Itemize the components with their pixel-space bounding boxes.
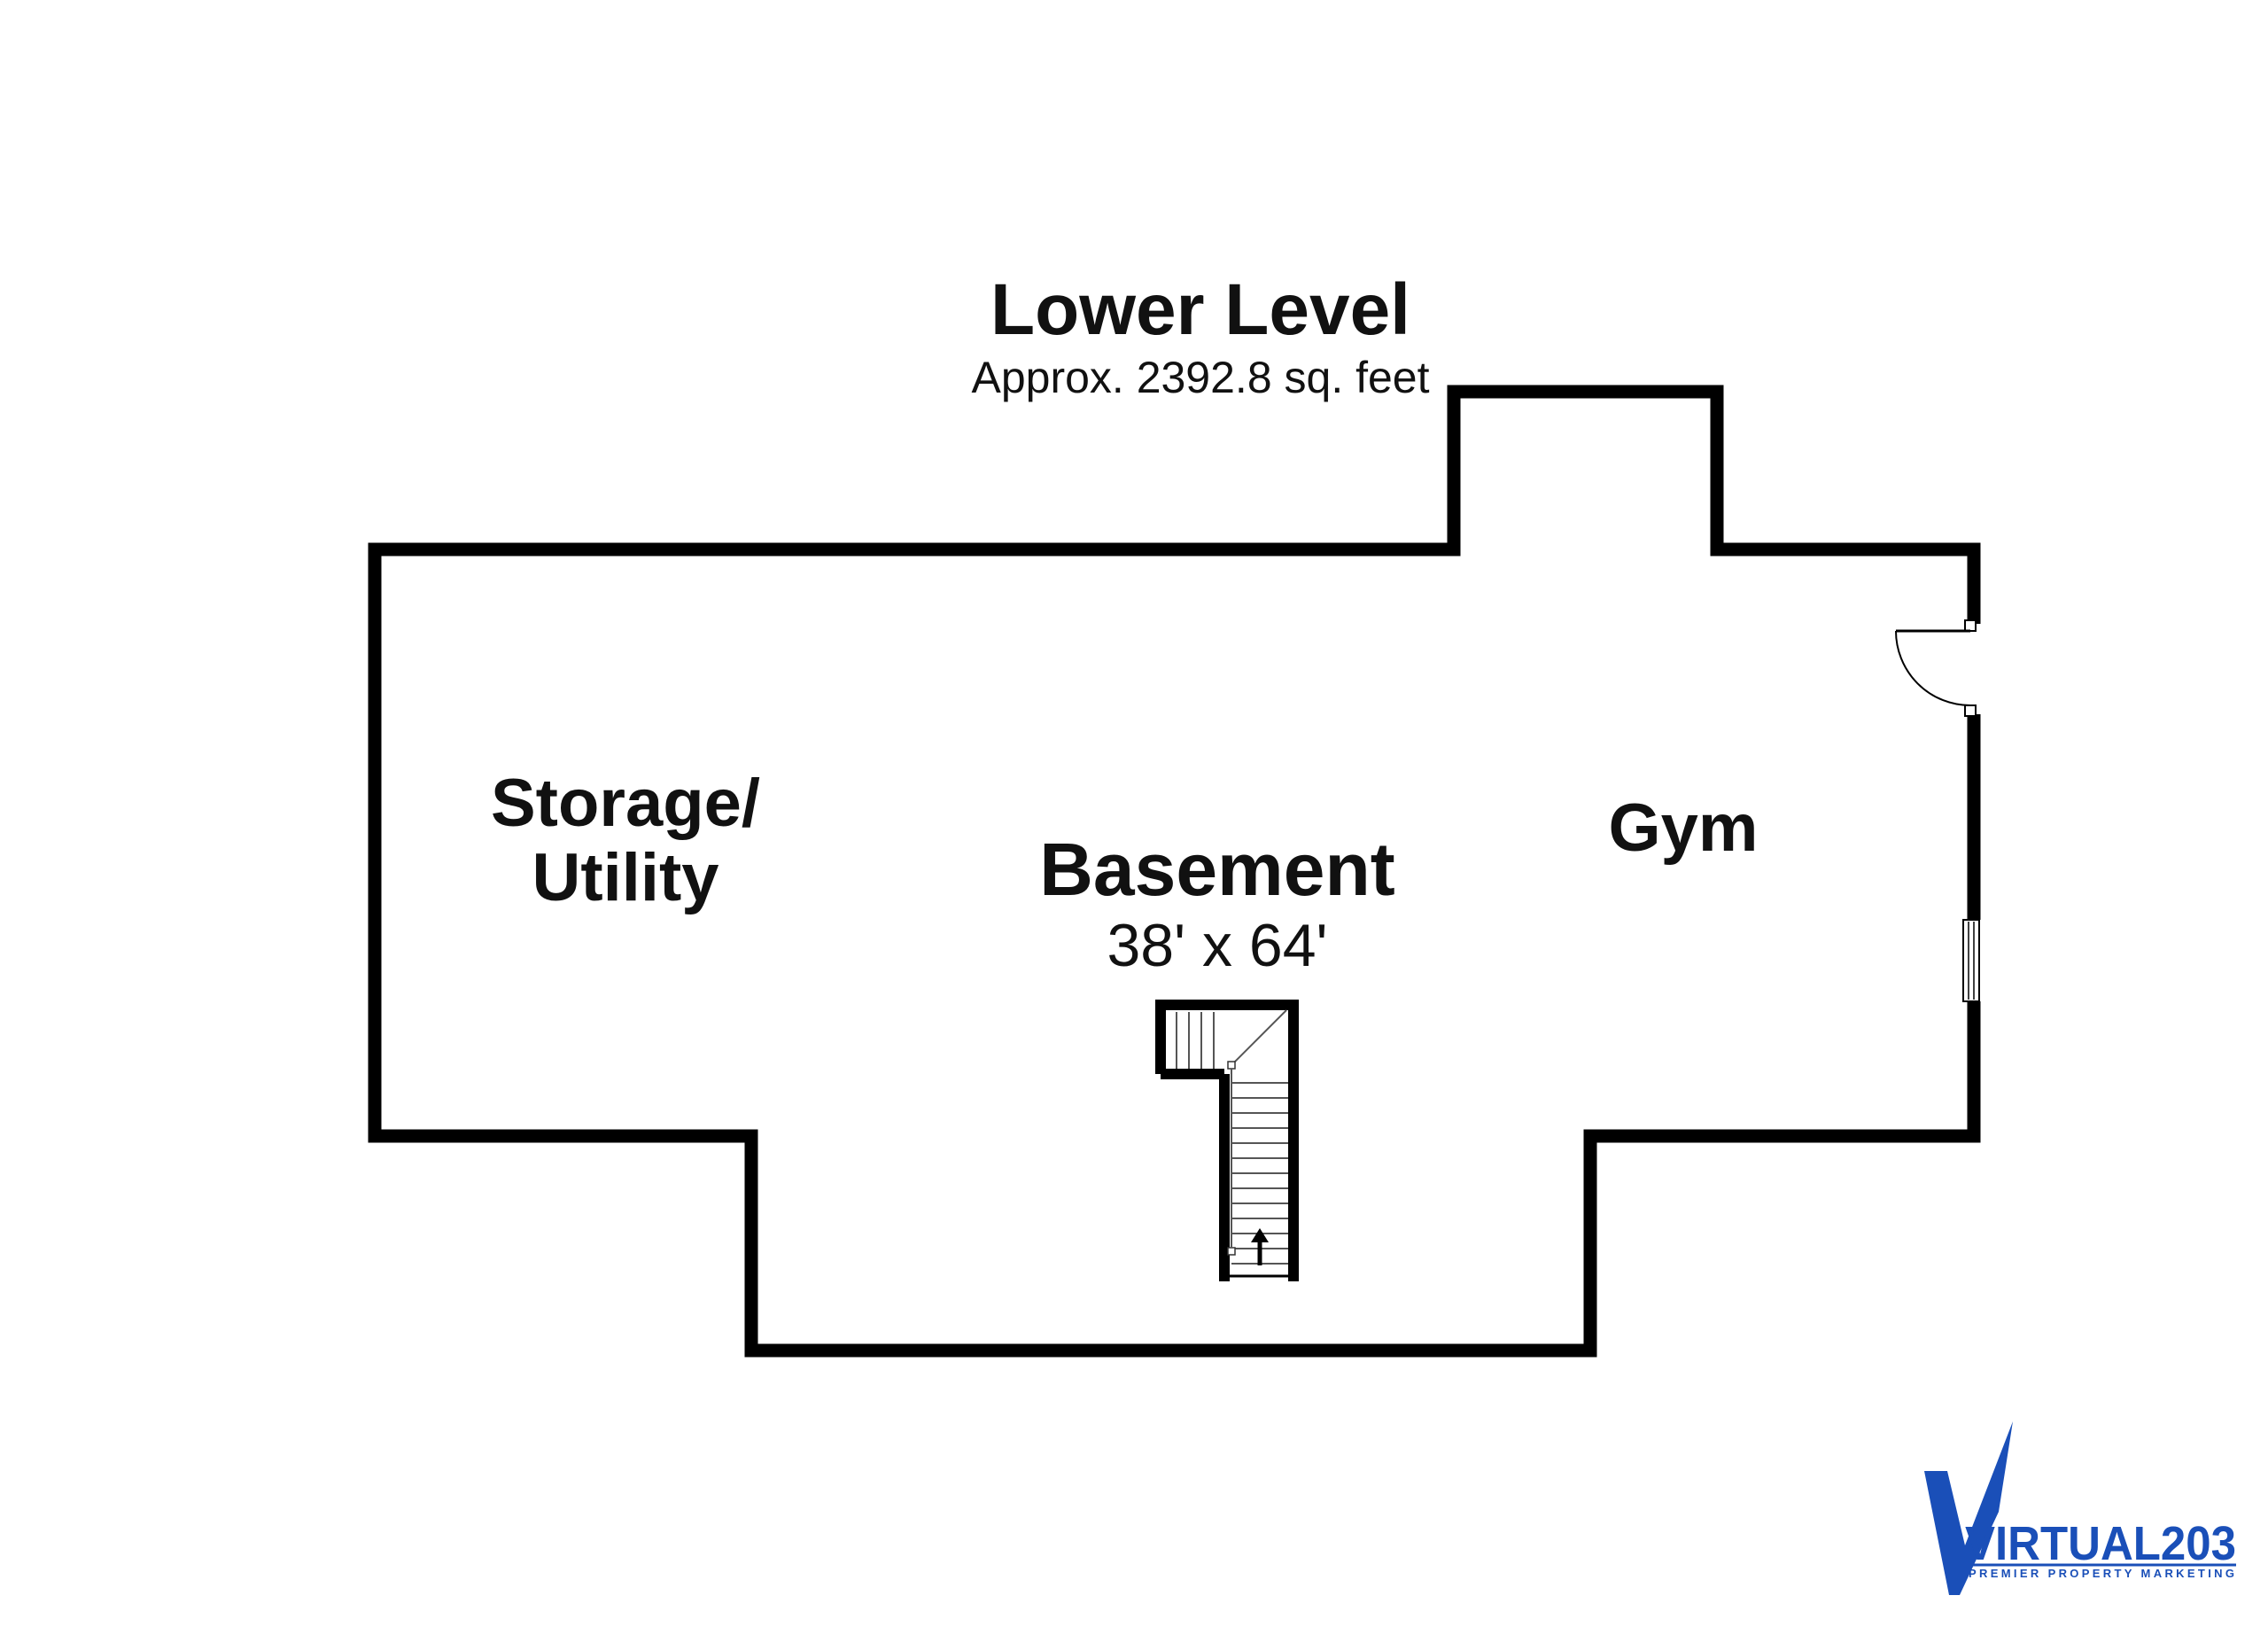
room-utility-label: Utility — [532, 840, 718, 915]
room-basement-label: Basement — [1039, 828, 1395, 911]
staircase-icon — [1155, 1000, 1299, 1281]
room-basement-dims: 38' x 64' — [1107, 912, 1327, 979]
exterior-walls — [368, 385, 1981, 1358]
stair-up-arrow-icon — [1251, 1228, 1269, 1265]
logo-brand-text: VIRTUAL203 — [1965, 1517, 2236, 1570]
floor-area: Approx. 2392.8 sq. feet — [971, 353, 1429, 402]
wall-main — [368, 385, 1981, 1358]
door-icon — [1895, 619, 1977, 717]
room-gym-label: Gym — [1609, 790, 1759, 866]
logo-v-mark-icon — [1924, 1421, 2013, 1595]
brand-logo: VIRTUAL203 PREMIER PROPERTY MARKETING — [1924, 1421, 2236, 1595]
floor-title: Lower Level — [990, 269, 1410, 350]
room-storage-label: Storage/ — [491, 766, 760, 841]
window-icon — [1962, 919, 1980, 1002]
